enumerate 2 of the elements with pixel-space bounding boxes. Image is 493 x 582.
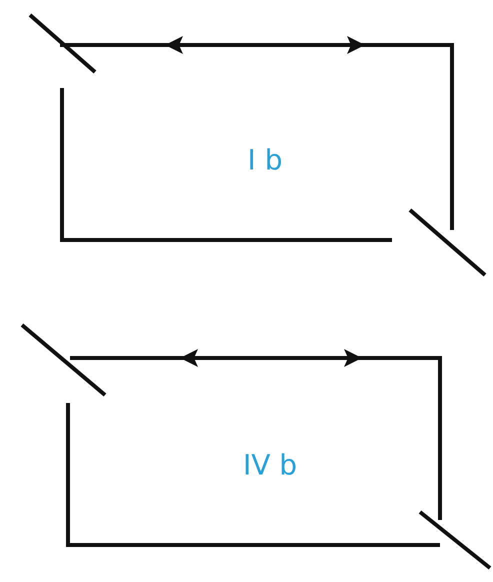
section-label: I b <box>248 144 282 176</box>
section-label: IV b <box>242 448 298 482</box>
